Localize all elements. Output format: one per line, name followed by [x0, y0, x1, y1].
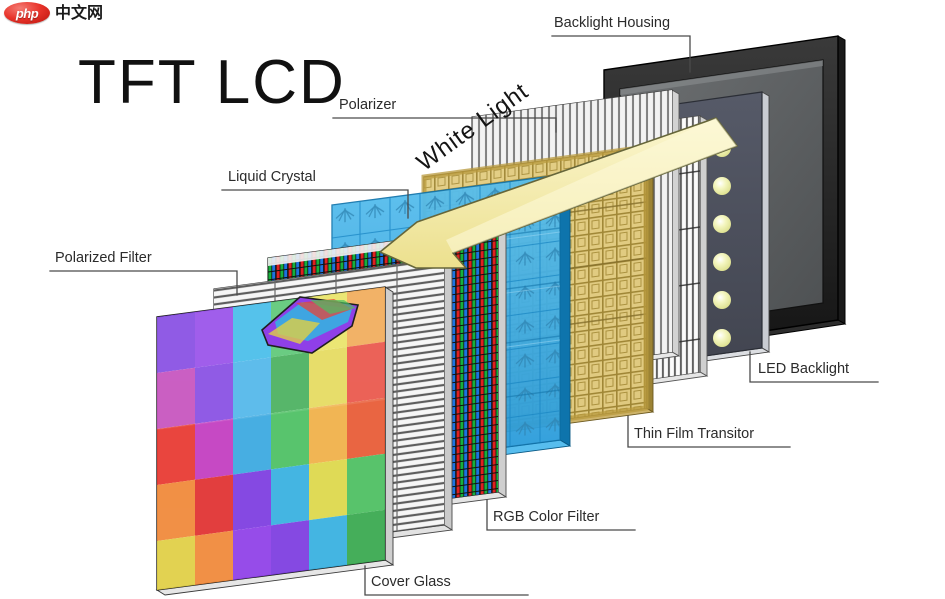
callout-rgb-color-filter: RGB Color Filter: [493, 509, 600, 525]
callout-leader-lines: [49, 35, 879, 596]
site-watermark: php 中文网: [4, 2, 103, 24]
callout-thin-film-transitor: Thin Film Transitor: [634, 426, 755, 442]
callout-polarized-filter: Polarized Filter: [55, 250, 152, 266]
watermark-site-text: 中文网: [55, 3, 104, 22]
layer-cover-glass: [155, 286, 395, 596]
callout-polarizer: Polarizer: [339, 97, 397, 113]
callout-liquid-crystal: Liquid Crystal: [228, 169, 316, 185]
php-logo-text: php: [15, 5, 39, 21]
white-light-arrow: [379, 117, 738, 269]
cover-glass-color-grid: [157, 287, 385, 590]
callout-led-backlight: LED Backlight: [758, 361, 850, 377]
page-title: TFT LCD: [78, 48, 346, 117]
callout-backlight-housing: Backlight Housing: [554, 15, 671, 31]
callout-cover-glass: Cover Glass: [371, 574, 451, 590]
php-logo-icon: php: [4, 2, 50, 24]
pixel-output-arrow: [261, 296, 360, 354]
